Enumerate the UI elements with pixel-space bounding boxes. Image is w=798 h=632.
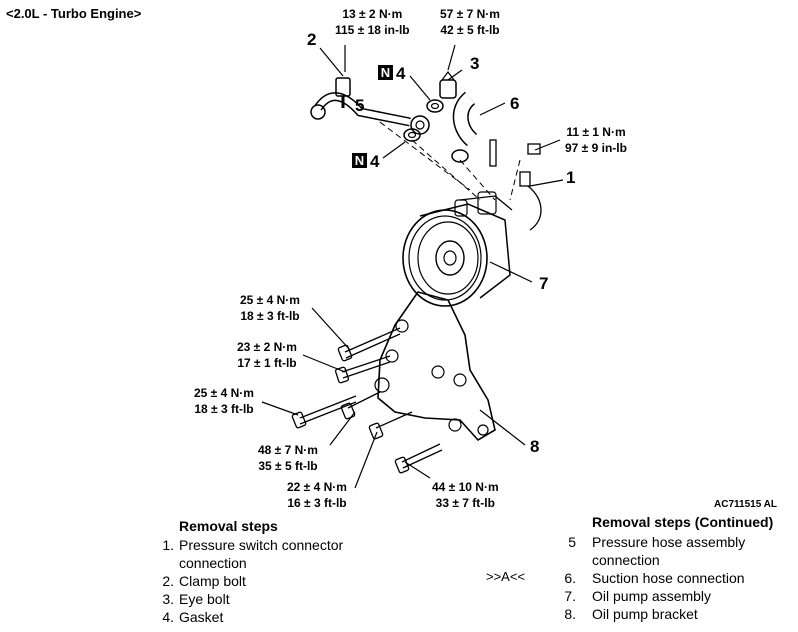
torque-value-imperial: 115 ± 18 in-lb [335,23,410,37]
torque-eye-bolt: 57 ± 7 N·m 42 ± 5 ft-lb [440,6,500,38]
torque-bracket-bolt-3: 25 ± 4 N·m 18 ± 3 ft-lb [194,385,254,417]
callout-5: 5 [355,96,365,115]
removal-steps-continued-title: Removal steps (Continued) [592,514,774,530]
step-text: Oil pump bracket [592,606,698,622]
callout-4-label: 4 [370,152,380,171]
step-text: Gasket [179,609,224,625]
torque-value-imperial: 35 ± 5 ft-lb [258,459,318,473]
step-text: Pressure hose assembly [592,534,746,550]
torque-value-metric: 11 ± 1 N·m [566,125,626,139]
figure-code: AC711515 AL [714,499,777,510]
callout-8: 8 [530,437,540,456]
torque-value-imperial: 42 ± 5 ft-lb [440,23,500,37]
torque-bracket-bolt-2: 23 ± 2 N·m 17 ± 1 ft-lb [237,339,297,371]
step-text: Eye bolt [179,591,230,607]
step-text: Pressure switch connector [179,537,344,553]
torque-bracket-bolt-1: 25 ± 4 N·m 18 ± 3 ft-lb [240,292,300,324]
torque-pressure-switch: 11 ± 1 N·m 97 ± 9 in-lb [565,124,627,156]
torque-bracket-bolt-4: 48 ± 7 N·m 35 ± 5 ft-lb [258,442,318,474]
torque-value-imperial: 97 ± 9 in-lb [565,141,627,155]
step-text: Suction hose connection [592,570,745,586]
step-number: 2. [162,573,174,589]
torque-value-metric: 57 ± 7 N·m [440,7,500,21]
torque-value-imperial: 17 ± 1 ft-lb [237,356,297,370]
step-number: 3. [162,591,174,607]
engine-variant-header: <2.0L - Turbo Engine> [6,6,142,21]
torque-value-metric: 48 ± 7 N·m [258,443,318,457]
removal-steps-title: Removal steps [179,518,278,534]
leader-torque-switch [534,139,561,151]
torque-bracket-bolt-5: 22 ± 4 N·m 16 ± 3 ft-lb [287,479,347,511]
torque-bracket-bolt-6: 44 ± 10 N·m 33 ± 7 ft-lb [432,479,499,511]
step-number: 1. [162,537,174,553]
torque-value-metric: 13 ± 2 N·m [342,7,403,21]
callout-6: 6 [510,94,520,113]
torque-clamp-bolt: 13 ± 2 N·m 115 ± 18 in-lb [335,6,410,38]
torque-value-metric: 25 ± 4 N·m [240,293,300,307]
step-number: 8. [564,606,576,622]
step-text-continued: connection [179,555,247,571]
step-text-continued: connection [592,552,660,568]
torque-value-metric: 22 ± 4 N·m [287,480,347,494]
n-mark-icon: N [378,65,393,80]
step-text: Clamp bolt [179,573,246,589]
torque-value-metric: 44 ± 10 N·m [432,480,499,494]
torque-value-metric: 23 ± 2 N·m [237,340,297,354]
step-text: Oil pump assembly [592,588,712,604]
service-point-marker: >>A<< [486,569,526,584]
step-number: 6. [564,570,576,586]
n-mark-icon: N [352,153,367,168]
torque-value-imperial: 18 ± 3 ft-lb [240,309,300,323]
callout-7: 7 [539,274,549,293]
step-number: 5 [568,534,576,550]
leader-torque-eye-bolt [447,44,456,71]
step-number: 4. [162,609,174,625]
callout-1: 1 [566,168,576,187]
callout-4-label: 4 [396,64,406,83]
torque-value-imperial: 33 ± 7 ft-lb [435,496,495,510]
torque-value-imperial: 18 ± 3 ft-lb [194,402,254,416]
torque-value-metric: 25 ± 4 N·m [194,386,254,400]
callout-3: 3 [470,54,480,73]
step-number: 7. [564,588,576,604]
callout-2: 2 [307,30,317,49]
torque-value-imperial: 16 ± 3 ft-lb [287,496,347,510]
